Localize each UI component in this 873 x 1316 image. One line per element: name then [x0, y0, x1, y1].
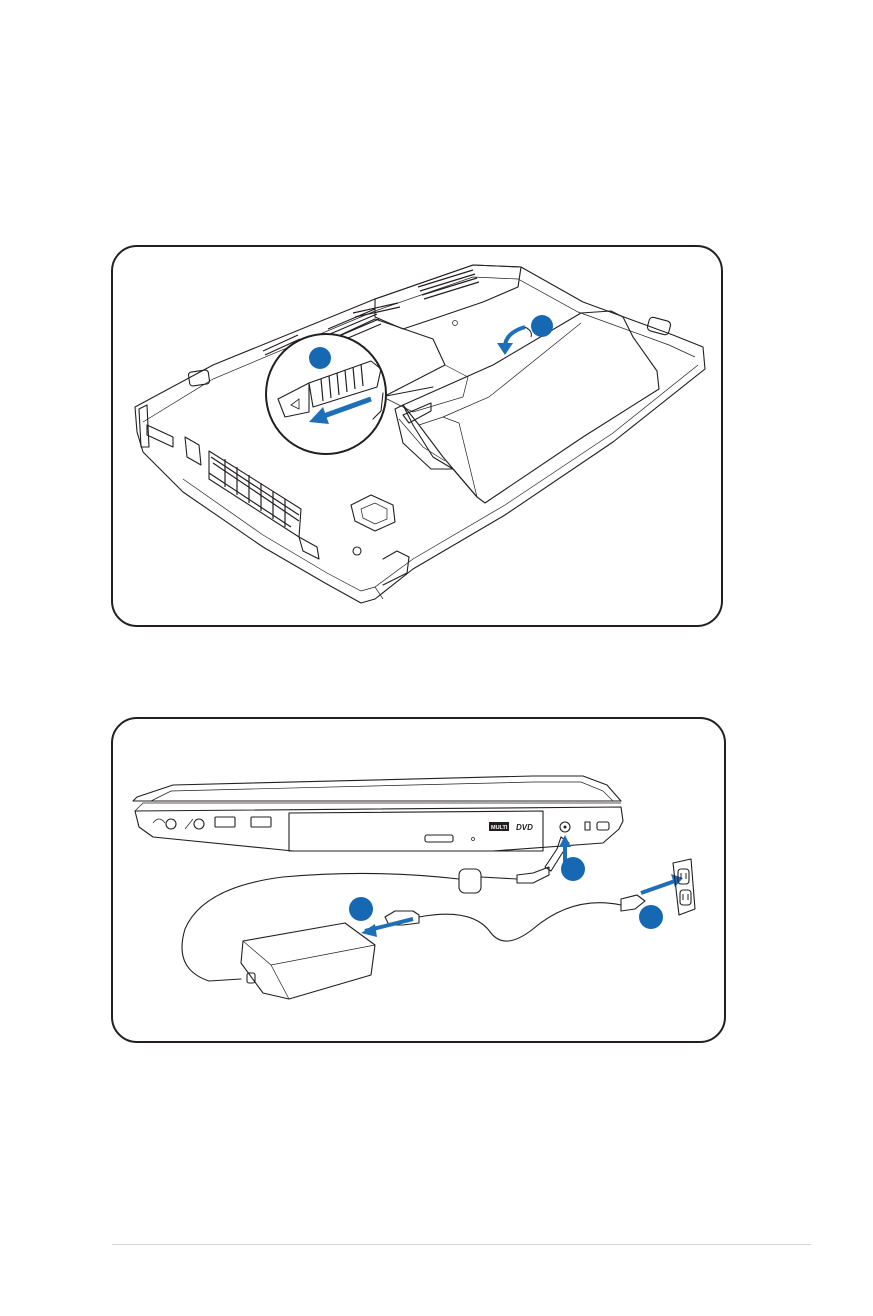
callout-badge: [349, 897, 373, 921]
battery-removal-figure: [111, 245, 723, 627]
callout-badge: [639, 905, 663, 929]
footer-divider: [112, 1244, 811, 1245]
dvd-logo: DVD: [516, 823, 533, 832]
multi-badge: MULTI: [491, 825, 508, 831]
laptop-underside-illustration: [134, 264, 706, 604]
callout-badge: [309, 347, 331, 369]
power-connection-figure: DVD MULTI: [111, 717, 726, 1043]
callout-badge: [531, 315, 553, 337]
laptop-side-illustration: DVD MULTI: [132, 775, 696, 1000]
callout-badge: [561, 857, 585, 881]
